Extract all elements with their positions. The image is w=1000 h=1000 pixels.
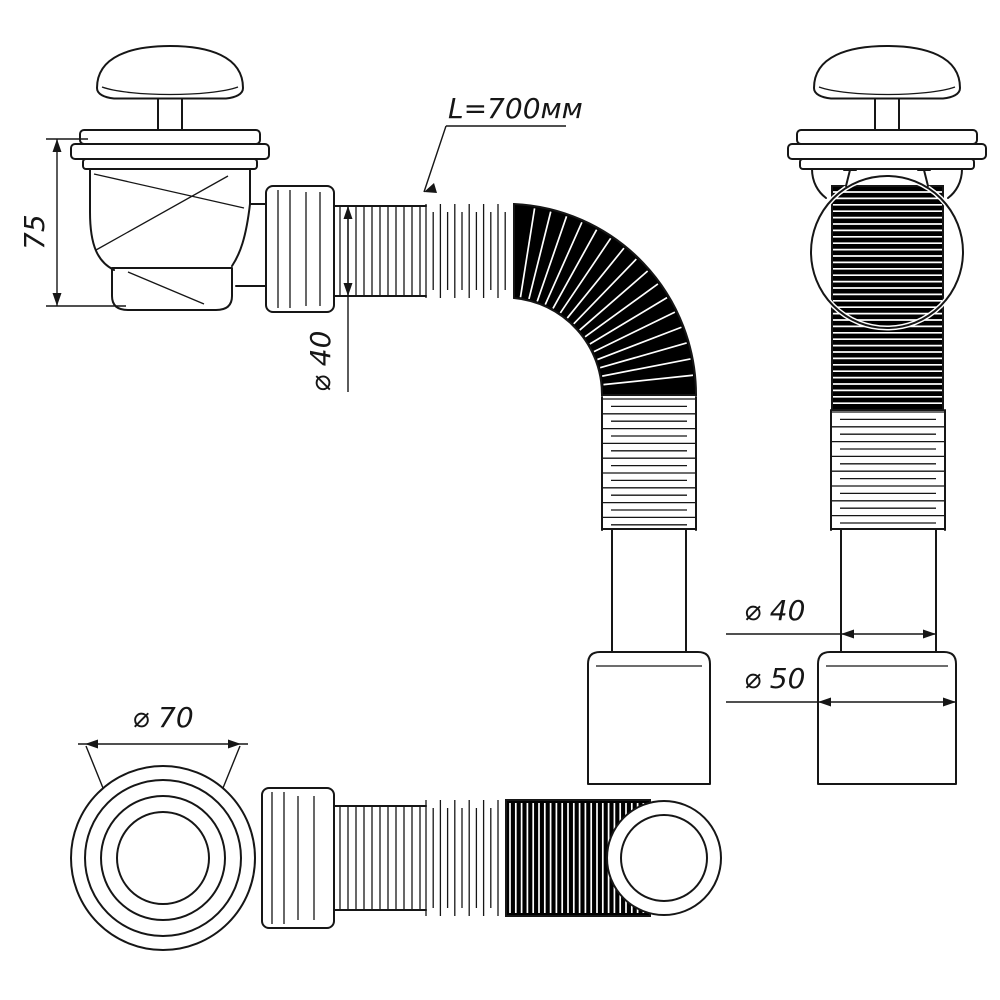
- dim-diameter70-label: ⌀ 70: [132, 701, 193, 734]
- retainer-prongs: [843, 169, 931, 187]
- front-view-assembly: [787, 45, 987, 785]
- siphon-flange-ring: [810, 175, 964, 329]
- hose-rib-lines: [519, 208, 694, 386]
- top-view-assembly: [70, 765, 722, 951]
- flexible-hose-front: [831, 185, 944, 411]
- side-view-assembly: [70, 45, 711, 785]
- dimension-arrow: [85, 739, 98, 749]
- dimension-arrow: [343, 283, 353, 296]
- siphon-body-front-right: [947, 168, 963, 199]
- siphon-body-front-left: [811, 168, 827, 199]
- leader-line: [423, 125, 447, 193]
- dimension-extension-line: [222, 745, 241, 789]
- tailpipe-front: [830, 528, 946, 653]
- dim-diameter40-side-label: ⌀ 40: [304, 331, 337, 392]
- dimension-arrow: [818, 697, 831, 707]
- corrugated-section-side-vertical: [601, 396, 697, 531]
- drain-rings-top: [70, 765, 256, 951]
- drain-cap: [70, 45, 270, 170]
- dim-height-label: 75: [18, 214, 51, 250]
- coupling-nut-side: [265, 185, 335, 313]
- corrugated-section-front: [830, 409, 946, 531]
- corrugated-section-top: [425, 800, 499, 916]
- leader-arrow: [424, 183, 437, 193]
- dimension-arrow: [343, 206, 353, 219]
- dimension-arrow: [923, 629, 936, 639]
- tailpipe-side: [601, 528, 697, 653]
- dimension-arrow: [52, 293, 62, 306]
- dim-diameter50-front-label: ⌀ 50: [744, 662, 805, 695]
- drain-cap-front: [787, 45, 987, 170]
- dimension-arrow: [52, 139, 62, 152]
- dimension-extension-line: [85, 745, 104, 789]
- outlet-cup-side: [587, 651, 711, 785]
- outlet-cup-front: [817, 651, 957, 785]
- dimension-arrow: [841, 629, 854, 639]
- coupling-nut-top: [261, 787, 335, 929]
- dimension-annotations: 75 ⌀ 40 L=700мм ⌀ 70 ⌀ 40 ⌀ 50: [18, 92, 956, 789]
- flexible-hose-elbow: [513, 202, 698, 396]
- dim-diameter40-front-label: ⌀ 40: [744, 594, 805, 627]
- dimension-arrow: [943, 697, 956, 707]
- hose-length-label: L=700мм: [448, 92, 583, 125]
- dimension-arrow: [228, 739, 241, 749]
- hose-end-top: [606, 800, 722, 916]
- corrugated-section-side: [425, 204, 506, 298]
- siphon-body: [89, 168, 267, 311]
- threaded-pipe-top: [333, 805, 427, 911]
